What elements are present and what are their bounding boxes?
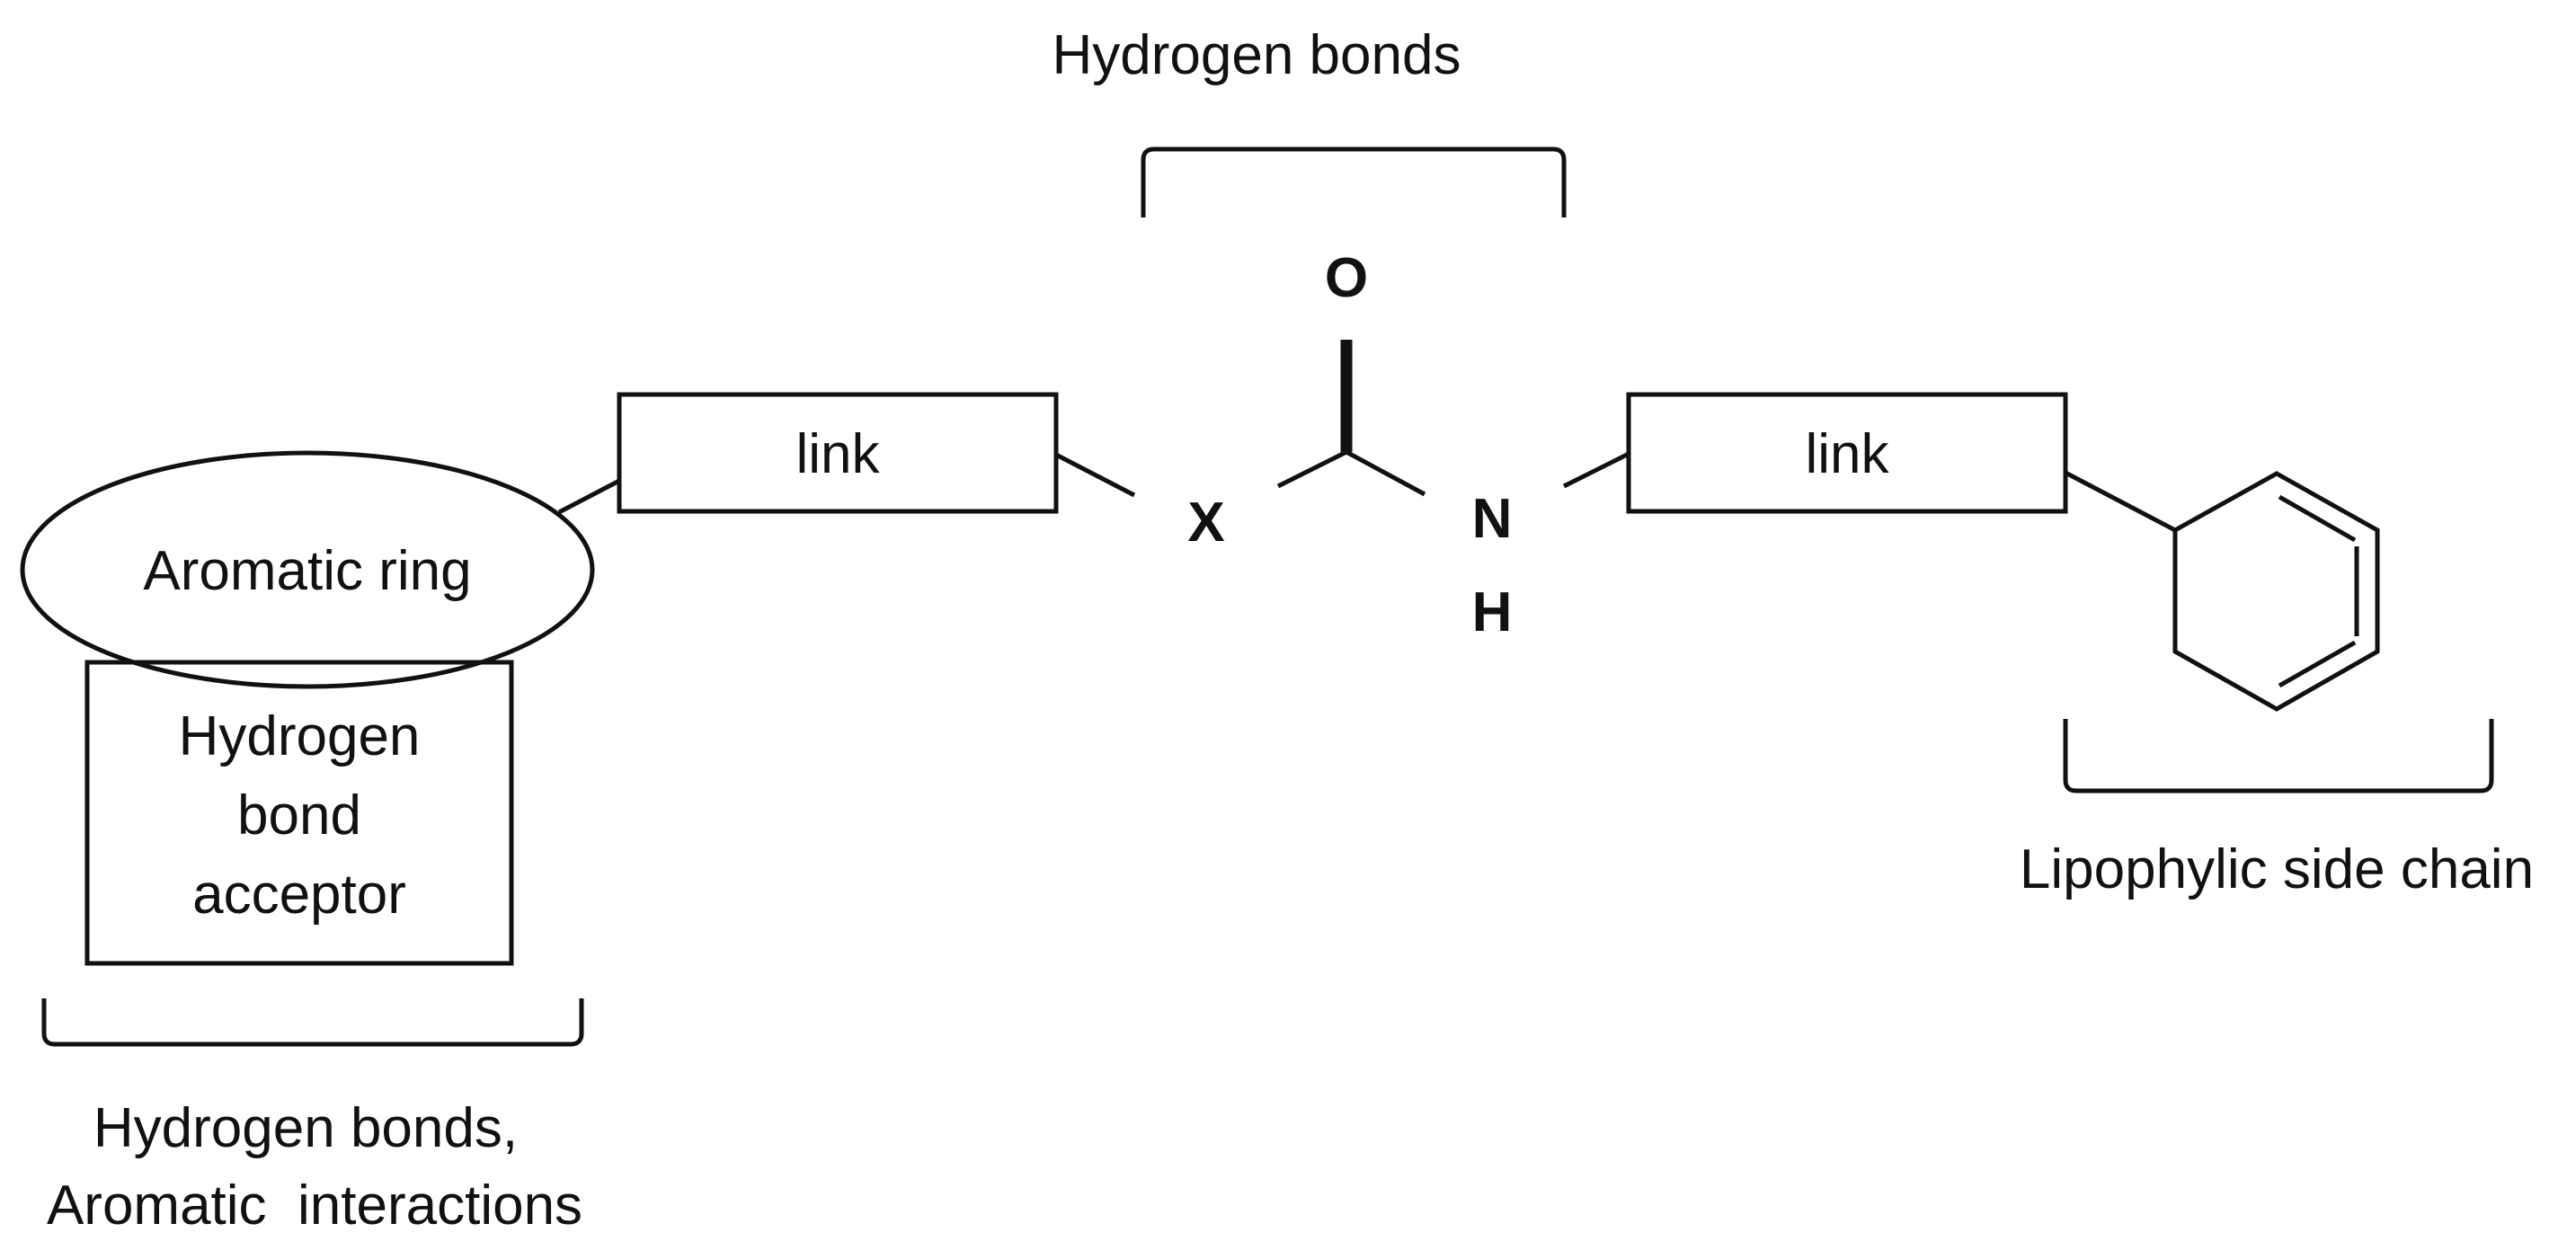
hydrogen-atom-label: H	[1472, 581, 1513, 643]
nitrogen-to-link-bond	[1562, 451, 1630, 489]
acceptor-label-line1: Hydrogen	[179, 705, 421, 767]
link-to-x-bond	[1054, 452, 1136, 498]
left-link-box	[617, 392, 1059, 514]
nitrogen-atom-label: N	[1472, 488, 1513, 550]
oxygen-atom-label: O	[1325, 247, 1368, 309]
right-bracket	[2063, 719, 2494, 793]
right-link-label: link	[1805, 423, 1889, 485]
acceptor-label-line2: bond	[237, 785, 361, 847]
hydrogen-bond-acceptor-box	[84, 660, 514, 966]
left-link-label: link	[795, 423, 880, 485]
right-bracket-label: Lipophylic side chain	[2020, 838, 2534, 900]
bottom-left-label-line1: Hydrogen bonds,	[93, 1097, 518, 1159]
x-to-carbon-bond	[1276, 449, 1348, 489]
ring-to-link-bond	[557, 478, 621, 515]
bottom-left-label-line2: Aromatic interactions	[47, 1175, 582, 1237]
top-bracket-label: Hydrogen bonds	[1053, 24, 1461, 86]
x-atom-label: X	[1187, 492, 1224, 554]
aromatic-ring-label: Aromatic ring	[143, 540, 471, 602]
bottom-left-bracket	[41, 998, 584, 1047]
aromatic-ring-ellipse	[20, 450, 595, 689]
link-to-phenyl-bond	[2064, 470, 2177, 533]
carbon-to-nitrogen-bond	[1345, 449, 1426, 497]
acceptor-label-line3: acceptor	[192, 864, 406, 926]
right-link-box	[1626, 392, 2068, 514]
benzene-ring-icon	[2172, 471, 2380, 712]
top-bracket	[1141, 146, 1567, 217]
